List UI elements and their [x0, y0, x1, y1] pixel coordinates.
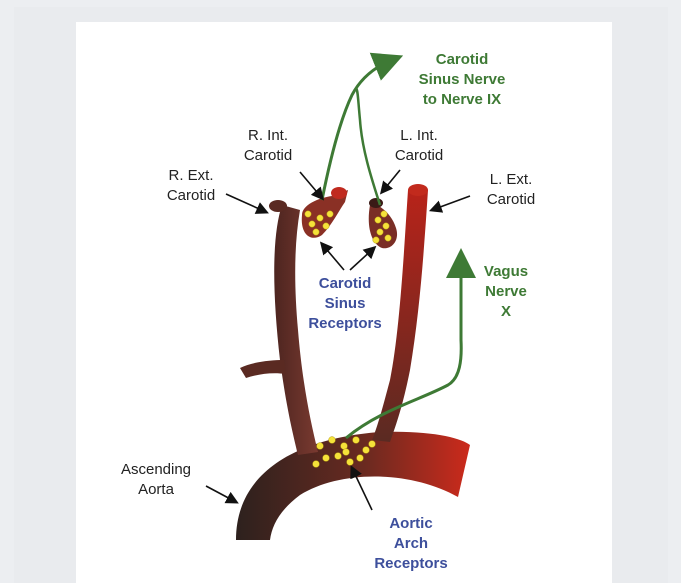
r-int-carotid-label: R. Int. Carotid	[218, 126, 318, 166]
carotid-sinus-receptors-label: Carotid Sinus Receptors	[290, 274, 400, 334]
ascending-aorta-arrow	[206, 486, 236, 502]
right-ext-carotid-tip	[408, 184, 428, 196]
vagus-nerve-label: Vagus Nerve X	[466, 262, 546, 322]
l-int-carotid-label: L. Int. Carotid	[374, 126, 464, 166]
sinus-receptor-arrow-right	[350, 248, 374, 270]
sinus-receptor-arrow-left	[322, 244, 344, 270]
left-ext-branch	[240, 360, 286, 378]
l-ext-carotid-arrow	[432, 196, 470, 210]
ascending-aorta-label: Ascending Aorta	[106, 460, 206, 500]
l-int-carotid-arrow	[382, 170, 400, 192]
carotid-sinus-nerve-label: Carotid Sinus Nerve to Nerve IX	[392, 50, 532, 110]
aortic-arch-receptors-label: Aortic Arch Receptors	[356, 514, 466, 574]
r-int-carotid-arrow	[300, 172, 322, 198]
r-ext-carotid-label: R. Ext. Carotid	[146, 166, 236, 206]
right-int-carotid-tip	[369, 198, 383, 208]
l-ext-carotid-label: L. Ext. Carotid	[466, 170, 556, 210]
left-int-carotid-tip	[331, 187, 347, 199]
left-ext-carotid-tip	[269, 200, 287, 212]
